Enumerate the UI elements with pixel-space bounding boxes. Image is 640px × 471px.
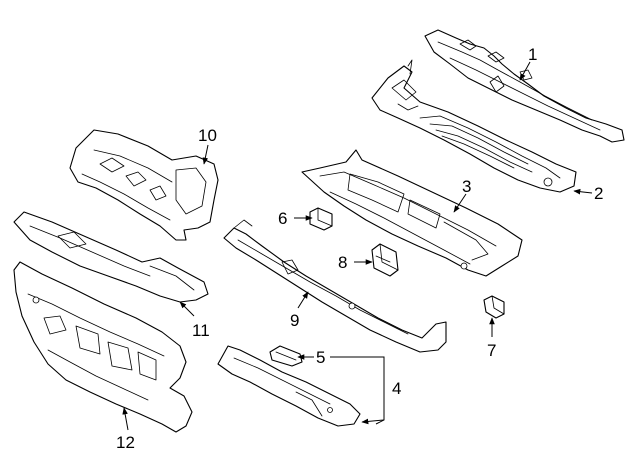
callout-8: 8 (338, 253, 347, 272)
leader-2 (573, 188, 593, 195)
callout-7: 7 (487, 341, 496, 360)
part-10-dash-panel-insulator (69, 129, 219, 241)
callout-12: 12 (116, 433, 135, 452)
part-12-dash-panel (13, 261, 193, 433)
callout-5: 5 (316, 348, 325, 367)
part-1-cowl-top-panel (424, 29, 625, 143)
leader-3 (453, 193, 467, 213)
callout-1: 1 (528, 45, 537, 64)
part-3-cowl-lower-panel (301, 149, 523, 277)
part-5-bracket (269, 345, 303, 367)
part-9-cowl-reinforcement (223, 219, 447, 353)
part-8-bracket (371, 243, 399, 277)
part-7-clip (483, 295, 505, 319)
callout-11: 11 (192, 321, 210, 340)
leader-4-bracket (330, 356, 385, 425)
part-6-clip (309, 207, 333, 231)
callout-6: 6 (278, 209, 287, 228)
leader-12 (122, 407, 129, 431)
leader-4 (361, 418, 385, 425)
leader-1 (519, 61, 531, 81)
leader-11 (179, 301, 195, 317)
callout-3: 3 (462, 177, 471, 196)
part-4-cowl-bracket (217, 345, 361, 427)
part-2-cowl-grille-panel (371, 59, 577, 193)
callout-10: 10 (198, 126, 217, 145)
part-11-dash-insulator-lower (13, 211, 209, 303)
callout-2: 2 (594, 184, 603, 203)
callout-labels: 1 2 3 4 5 6 7 8 9 10 11 12 (116, 45, 603, 452)
leader-9 (297, 291, 309, 309)
leader-10 (202, 144, 209, 165)
callout-4: 4 (392, 379, 401, 398)
callout-9: 9 (290, 311, 299, 330)
leader-lines (122, 61, 593, 431)
